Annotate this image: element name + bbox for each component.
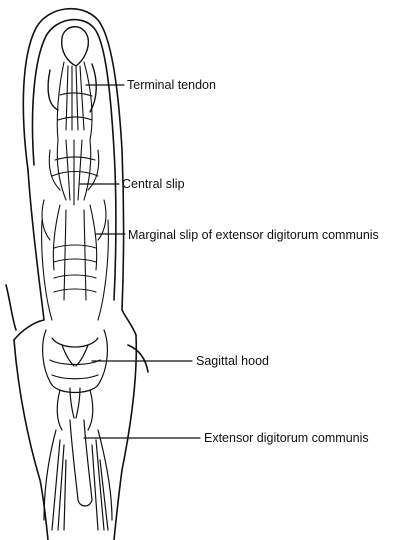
terminal-tendon-label: Terminal tendon <box>127 78 216 92</box>
edc-tendon-shape <box>43 419 113 531</box>
leader-lines <box>79 84 201 439</box>
proximal-tendon-shape <box>41 204 109 321</box>
extensor-digitorum-communis-label: Extensor digitorum communis <box>204 431 369 445</box>
central-slip-shape <box>41 139 107 241</box>
central-slip-label: Central slip <box>122 177 185 191</box>
marginal-slip-label: Marginal slip of extensor digitorum comm… <box>128 228 379 242</box>
sagittal-hood-shape <box>42 329 108 431</box>
finger-outline <box>5 7 149 540</box>
sagittal-hood-label: Sagittal hood <box>196 354 269 368</box>
terminal-tendon-shape <box>56 61 93 141</box>
